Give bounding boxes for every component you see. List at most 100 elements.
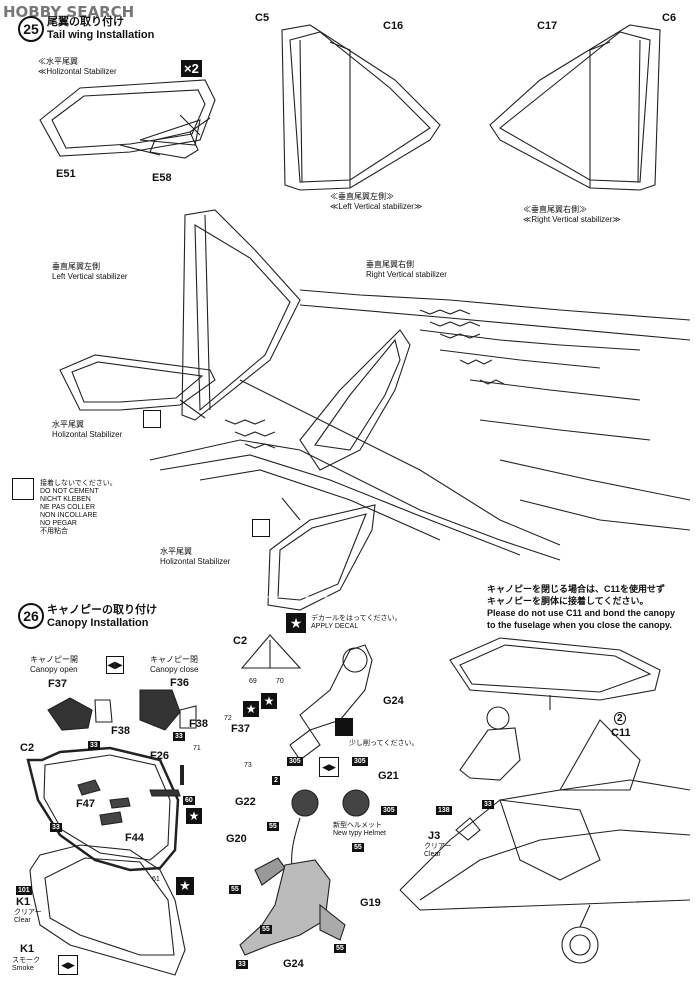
color-code: 55: [267, 822, 279, 831]
arrow-icon: ◀▶: [58, 955, 78, 975]
j3-clear-en: Clear: [424, 851, 441, 858]
hstab-label-en: ≪Holizontal Stabilizer: [38, 67, 117, 76]
part-f38-b: F38: [189, 718, 208, 730]
no-cement-note: 接着しないでください。 DO NOT CEMENT NICHT KLEBEN N…: [40, 480, 117, 536]
color-code: 55: [352, 843, 364, 852]
note-en-1: Please do not use C11 and bond the canop…: [487, 608, 676, 618]
part-g20: G20: [226, 833, 247, 845]
part-g24-b: G24: [283, 958, 304, 970]
j3-clear-label: クリアー Clear: [424, 843, 452, 859]
decal-star-icon: ★: [261, 693, 277, 709]
asm-hstab2-jp: 水平尾翼: [160, 547, 192, 556]
canopy-close-en: Canopy close: [150, 665, 199, 674]
canopy-close-label: キャノピー閉 Canopy close: [150, 655, 198, 675]
color-code: 33: [50, 823, 62, 832]
asm-hstab1-jp: 水平尾翼: [52, 420, 84, 429]
part-g19: G19: [360, 897, 381, 909]
k1-smoke-jp: スモーク: [12, 957, 40, 964]
apply-decal-icon: ★: [286, 613, 306, 633]
color-code: 138: [436, 806, 452, 815]
asm-hstab-label-1: 水平尾翼 Holizontal Stabilizer: [52, 420, 122, 440]
step-25-title-en: Tail wing Installation: [47, 29, 155, 41]
asm-left-vs-en: Left Vertical stabilizer: [52, 272, 128, 281]
part-c16: C16: [383, 20, 404, 32]
right-vs-label: ≪垂直尾翼右側≫ ≪Right Vertical stabilizer≫: [523, 205, 621, 225]
no-cement-line: NICHT KLEBEN: [40, 496, 91, 503]
part-f36: F36: [170, 677, 189, 689]
right-vs-label-jp: ≪垂直尾翼右側≫: [523, 205, 587, 214]
decal-star-icon: ★: [243, 701, 259, 717]
arrow-icon: ◀▶: [106, 656, 124, 674]
left-vs-label: ≪垂直尾翼左側≫ ≪Left Vertical stabilizer≫: [330, 192, 422, 212]
color-code: 55: [334, 944, 346, 953]
part-f37: F37: [48, 678, 67, 690]
decal-number: 71: [193, 745, 201, 752]
decal-number: 72: [224, 715, 232, 722]
asm-left-vs-jp: 垂直尾翼左側: [52, 262, 100, 271]
canopy-open-en: Canopy open: [30, 665, 78, 674]
canopy-open-jp: キャノピー開: [30, 655, 78, 664]
bend-icon: [335, 718, 353, 736]
part-c6: C6: [662, 12, 677, 24]
apply-decal-en: APPLY DECAL: [311, 623, 359, 630]
no-cement-line: NON INCOLLARE: [40, 512, 98, 519]
k1-smoke-label: スモーク Smoke: [12, 957, 40, 973]
color-code: 305: [287, 757, 303, 766]
part-e51: E51: [56, 168, 76, 180]
right-vs-label-en: ≪Right Vertical stabilizer≫: [523, 215, 621, 224]
part-g24-a: G24: [383, 695, 404, 707]
asm-left-vs-label: 垂直尾翼左側 Left Vertical stabilizer: [52, 262, 128, 282]
decal-star-icon: ★: [176, 877, 194, 895]
no-cement-line: NE PAS COLLER: [40, 504, 96, 511]
color-code: 55: [260, 925, 272, 934]
k1-clear-en: Clear: [14, 917, 31, 924]
helmet-label: 新型ヘルメット New typy Helmet: [333, 822, 386, 838]
color-code: 61: [152, 876, 160, 883]
left-vs-label-jp: ≪垂直尾翼左側≫: [330, 192, 394, 201]
part-c17: C17: [537, 20, 558, 32]
part-f37-b: F37: [231, 723, 250, 735]
no-cement-icon: [143, 410, 161, 428]
step-number-25: 25: [18, 16, 44, 42]
decal-number: 69: [249, 678, 257, 685]
part-k1-a: K1: [16, 896, 31, 908]
color-code: 60: [183, 796, 195, 805]
step-26-title-jp: キャノピーの取り付け: [47, 604, 157, 616]
step-25-title: 尾翼の取り付け Tail wing Installation: [47, 16, 154, 42]
color-code: 55: [229, 885, 241, 894]
no-cement-icon: [12, 478, 34, 500]
step-26-title: キャノピーの取り付け Canopy Installation: [47, 604, 157, 630]
no-cement-line: NO PEGAR: [40, 520, 77, 527]
step-26-title-en: Canopy Installation: [47, 617, 149, 629]
part-f44: F44: [125, 832, 144, 844]
note-jp-1: キャノピーを閉じる場合は、C11を使用せず: [487, 584, 666, 594]
part-g21: G21: [378, 770, 399, 782]
part-e58: E58: [152, 172, 172, 184]
step-number-26: 26: [18, 603, 44, 629]
color-code: 305: [352, 757, 368, 766]
asm-right-vs-label: 垂直尾翼右側 Right Vertical stabilizer: [366, 260, 447, 280]
note-jp-2: キャノピーを胴体に接着してください。: [487, 596, 649, 606]
no-cement-line: 接着しないでください。: [40, 480, 117, 487]
color-code: 33: [173, 732, 185, 741]
decal-star-icon: ★: [186, 808, 202, 824]
decal-number: 70: [276, 678, 284, 685]
k1-clear-label: クリアー Clear: [14, 909, 42, 925]
j3-clear-jp: クリアー: [424, 843, 452, 850]
asm-right-vs-jp: 垂直尾翼右側: [366, 260, 414, 269]
color-code: 2: [614, 712, 626, 725]
part-j3: J3: [428, 830, 441, 842]
asm-right-vs-en: Right Vertical stabilizer: [366, 270, 447, 279]
canopy-close-jp: キャノピー閉: [150, 655, 198, 664]
canopy-close-note: キャノピーを閉じる場合は、C11を使用せず キャノピーを胴体に接着してください。…: [487, 583, 675, 631]
step-25-title-jp: 尾翼の取り付け: [47, 16, 124, 28]
color-code: 33: [236, 960, 248, 969]
part-g22: G22: [235, 796, 256, 808]
color-code: 33: [88, 741, 100, 750]
color-code: 33: [482, 800, 494, 809]
part-f26: F26: [150, 750, 169, 762]
color-code: 2: [272, 776, 280, 785]
apply-decal-jp: デカールをはってください。: [311, 615, 402, 622]
part-c5: C5: [255, 12, 270, 24]
